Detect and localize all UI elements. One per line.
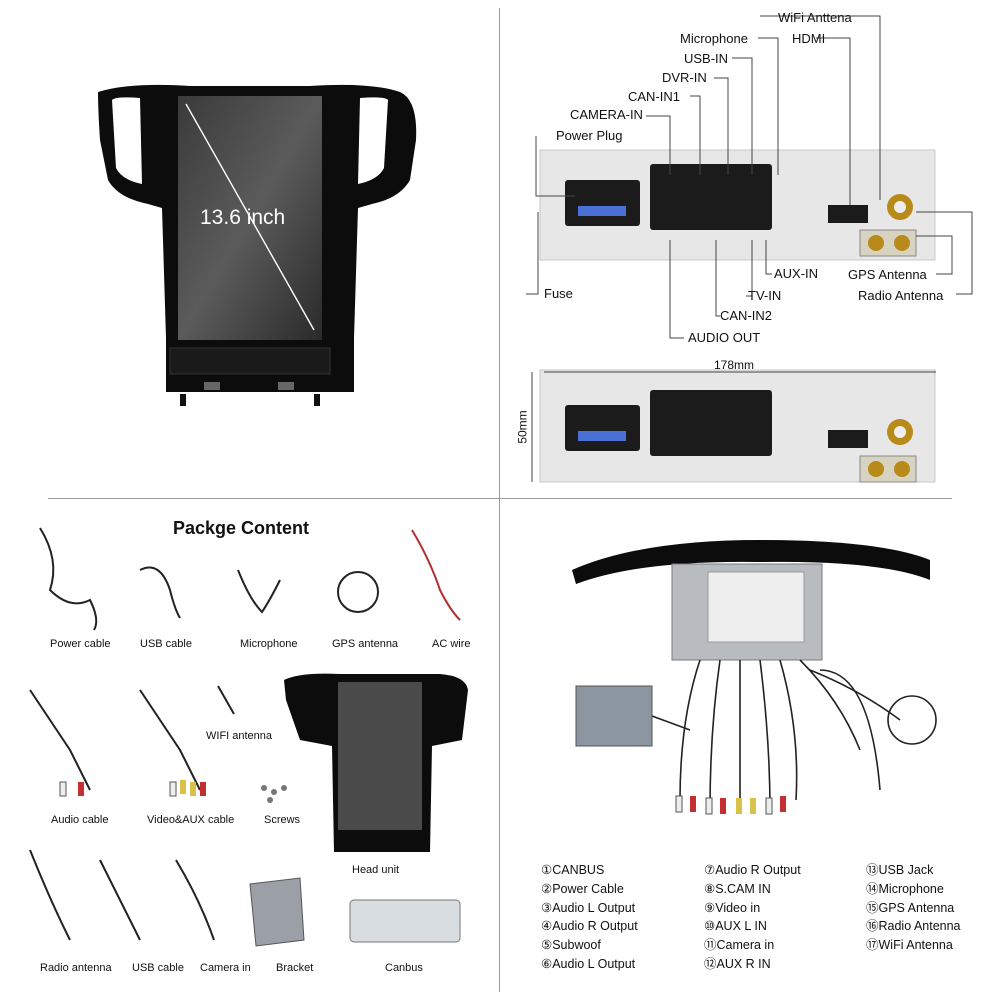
- caption-screws: Screws: [264, 814, 301, 826]
- label-aux-in: AUX-IN: [774, 266, 819, 281]
- legend-item: ⑭Microphone: [866, 881, 944, 896]
- caption-bracket: Bracket: [276, 962, 314, 974]
- label-camera-in: CAMERA-IN: [570, 107, 643, 122]
- label-can-in2: CAN-IN2: [720, 308, 773, 323]
- screen-size-label: 13.6 inch: [200, 206, 286, 229]
- wiring-panel: ①CANBUS ②Power Cable ③Audio L Output ④Au…: [500, 500, 1000, 1000]
- caption-radio-antenna: Radio antenna: [40, 962, 112, 974]
- caption-camera-in: Camera in: [200, 962, 251, 974]
- caption-wifi-antenna: WIFI antenna: [206, 730, 273, 742]
- legend-item: ⑰WiFi Antenna: [866, 938, 953, 953]
- legend-item: ①CANBUS: [541, 863, 605, 877]
- legend-item: ⑩AUX L IN: [704, 919, 767, 934]
- label-tv-in: TV-IN: [748, 288, 782, 303]
- package-title: Packge Content: [173, 518, 310, 538]
- legend-item: ⑫AUX R IN: [704, 956, 771, 971]
- label-power-plug: Power Plug: [556, 128, 623, 143]
- label-dvr-in: DVR-IN: [662, 70, 707, 85]
- label-wifi-antenna: WiFi Anttena: [778, 10, 852, 25]
- package-content-panel: Packge Content: [0, 500, 499, 1000]
- label-gps-antenna: GPS Antenna: [848, 267, 927, 282]
- legend-item: ⑦Audio R Output: [704, 863, 801, 877]
- caption-power-cable: Power cable: [50, 638, 111, 650]
- ports-diagram-lines: [526, 15, 973, 483]
- legend-item: ⑯Radio Antenna: [866, 919, 961, 934]
- label-fuse: Fuse: [544, 286, 573, 301]
- legend-item: ⑬USB Jack: [866, 863, 934, 877]
- caption-microphone: Microphone: [240, 638, 298, 650]
- head-unit-front-view: 13.6 inch: [70, 80, 430, 420]
- caption-ac-wire: AC wire: [432, 638, 471, 650]
- legend-item: ②Power Cable: [541, 881, 624, 896]
- vertical-divider: [499, 8, 500, 992]
- legend-col-1: ①CANBUS ②Power Cable ③Audio L Output ④Au…: [541, 861, 638, 974]
- package-items-illustration: [29, 527, 468, 947]
- head-unit-illustration: [98, 84, 417, 406]
- caption-canbus: Canbus: [385, 962, 423, 974]
- dimension-width: 178mm: [714, 358, 755, 372]
- caption-head-unit: Head unit: [352, 864, 400, 876]
- legend-item: ⑨Video in: [704, 900, 761, 915]
- legend-item: ⑪Camera in: [704, 938, 775, 953]
- horizontal-divider: [48, 498, 952, 499]
- caption-audio-cable: Audio cable: [51, 814, 109, 826]
- legend-col-3: ⑬USB Jack ⑭Microphone ⑮GPS Antenna ⑯Radi…: [866, 861, 961, 955]
- legend-item: ⑧S.CAM IN: [704, 881, 771, 896]
- label-usb-in: USB-IN: [684, 51, 729, 66]
- label-microphone: Microphone: [680, 31, 748, 46]
- label-audio-out: AUDIO OUT: [688, 330, 761, 345]
- caption-gps-antenna: GPS antenna: [332, 638, 399, 650]
- label-hdmi: HDMI: [792, 31, 826, 46]
- label-can-in1: CAN-IN1: [628, 89, 681, 104]
- legend-col-2: ⑦Audio R Output ⑧S.CAM IN ⑨Video in ⑩AUX…: [704, 861, 801, 974]
- legend-item: ⑥Audio L Output: [541, 956, 636, 971]
- label-radio-antenna: Radio Antenna: [858, 288, 944, 303]
- legend-item: ⑮GPS Antenna: [866, 900, 955, 915]
- legend-item: ④Audio R Output: [541, 919, 638, 934]
- caption-usb-cable-2: USB cable: [132, 962, 184, 974]
- legend-item: ③Audio L Output: [541, 900, 636, 915]
- ports-diagram: WiFi Anttena HDMI Microphone USB-IN DVR-…: [516, 0, 1000, 495]
- wiring-illustration: [572, 540, 937, 815]
- caption-video-aux-cable: Video&AUX cable: [147, 814, 235, 826]
- caption-usb-cable: USB cable: [140, 638, 192, 650]
- dimension-height: 50mm: [515, 410, 530, 444]
- legend-item: ⑤Subwoof: [541, 938, 601, 953]
